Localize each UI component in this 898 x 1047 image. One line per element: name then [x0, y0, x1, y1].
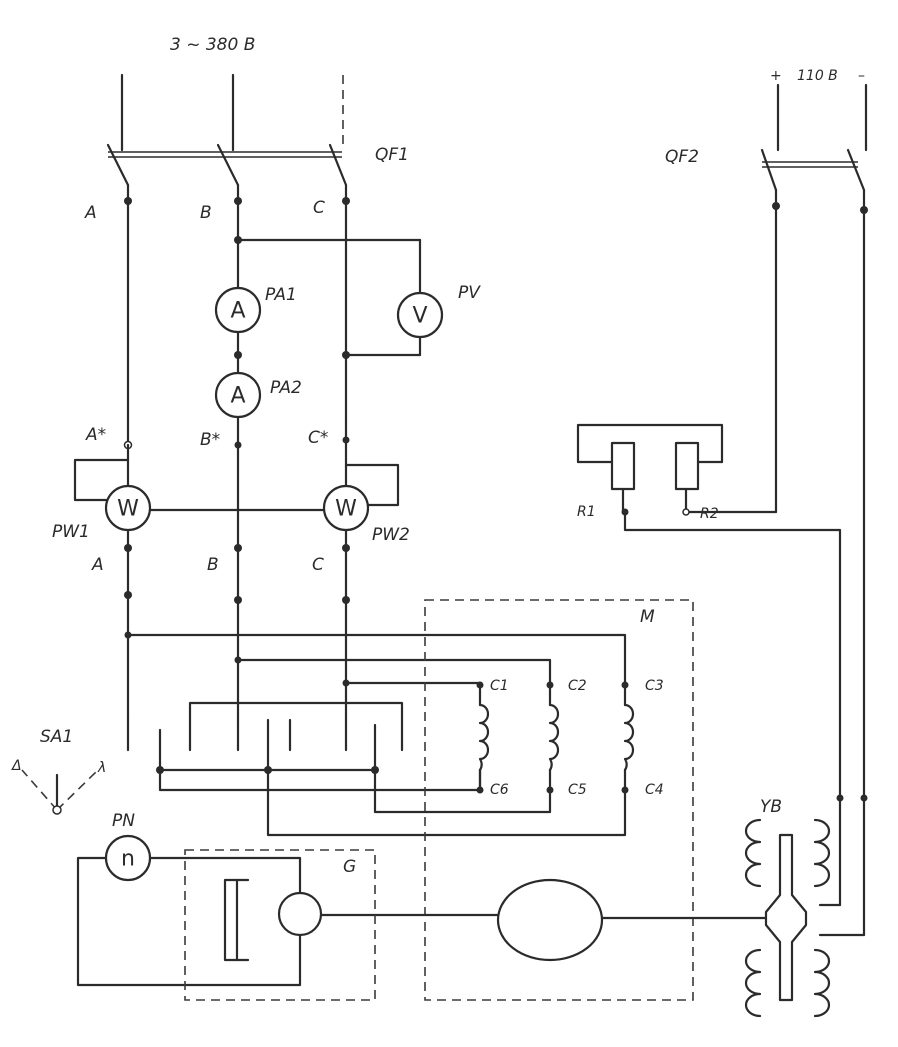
resistors-r1-r2	[576, 423, 724, 514]
pv-symbol: V	[412, 304, 427, 329]
pa2-label: PA2	[270, 378, 302, 398]
ammeter-pa1: A	[214, 286, 262, 334]
pn-label: PN	[112, 811, 135, 831]
phase-a-star-label: A*	[85, 425, 106, 445]
phase-a-label: A	[84, 203, 97, 223]
generator-wiring	[76, 856, 767, 987]
winding-c2-label: C2	[568, 678, 587, 694]
dc-wires	[623, 188, 866, 937]
qf1-breaker	[106, 143, 348, 187]
winding-c3-label: C3	[645, 678, 664, 694]
pw2-label: PW2	[372, 525, 410, 545]
generator-g-boundary	[184, 849, 376, 1001]
motor-rotor	[496, 878, 604, 962]
qf1-label: QF1	[375, 145, 409, 165]
phase-b-bottom-label: B	[207, 555, 219, 575]
phase-a-bottom-label: A	[91, 555, 104, 575]
voltmeter-pv: V	[396, 291, 444, 339]
brake-yb	[744, 818, 831, 1018]
motor-m-label: M	[640, 607, 655, 627]
wattmeter-wiring	[73, 418, 400, 722]
phase-wires	[126, 183, 422, 722]
phase-c-star-label: C*	[308, 428, 328, 448]
wattmeter-pw2: W	[322, 484, 370, 532]
pn-symbol: n	[121, 847, 135, 872]
generator-excitation-winding	[223, 878, 250, 962]
generator-armature	[277, 891, 323, 937]
pa2-symbol: A	[230, 384, 245, 409]
dc-incoming-lines	[776, 83, 868, 152]
pa1-label: PA1	[265, 285, 297, 305]
wattmeter-pw1: W	[104, 484, 152, 532]
delta-position-label: Δ	[11, 758, 22, 774]
pw2-symbol: W	[335, 497, 357, 522]
r2-label: R2	[700, 506, 719, 522]
pw1-symbol: W	[117, 497, 139, 522]
sa1-selector	[21, 769, 99, 815]
winding-c6-label: C6	[490, 782, 509, 798]
tachometer-pn: n	[104, 834, 152, 882]
motor-m-boundary	[424, 599, 694, 1001]
brake-yb-label: YB	[760, 797, 782, 817]
winding-feed-wires	[124, 631, 627, 707]
resistor-r1	[610, 441, 636, 491]
phase-b-star-label: B*	[200, 430, 220, 450]
winding-c1-label: C1	[490, 678, 509, 694]
winding-c4-label: C4	[645, 782, 664, 798]
dc-plus-label: +	[770, 68, 782, 84]
pv-label: PV	[458, 283, 481, 303]
ac-incoming-lines	[120, 73, 344, 152]
sa1-label: SA1	[40, 727, 73, 747]
dc-value-label: 110 B	[797, 68, 838, 84]
pw1-label: PW1	[52, 522, 90, 542]
r1-label: R1	[577, 504, 596, 520]
motor-windings	[476, 681, 635, 794]
pa1-symbol: A	[230, 299, 245, 324]
phase-c-bottom-label: C	[312, 555, 324, 575]
phase-b-label: B	[200, 203, 212, 223]
winding-c5-label: C5	[568, 782, 587, 798]
resistor-r2	[674, 441, 700, 491]
qf2-label: QF2	[665, 147, 699, 167]
ac-supply-label: 3 ~ 380 B	[170, 35, 255, 55]
generator-g-label: G	[343, 857, 356, 877]
phase-c-label: C	[313, 198, 325, 218]
star-position-label: λ	[97, 760, 106, 776]
qf2-breaker	[760, 148, 866, 192]
dc-minus-label: –	[858, 68, 865, 84]
ammeter-pa2: A	[214, 371, 262, 419]
